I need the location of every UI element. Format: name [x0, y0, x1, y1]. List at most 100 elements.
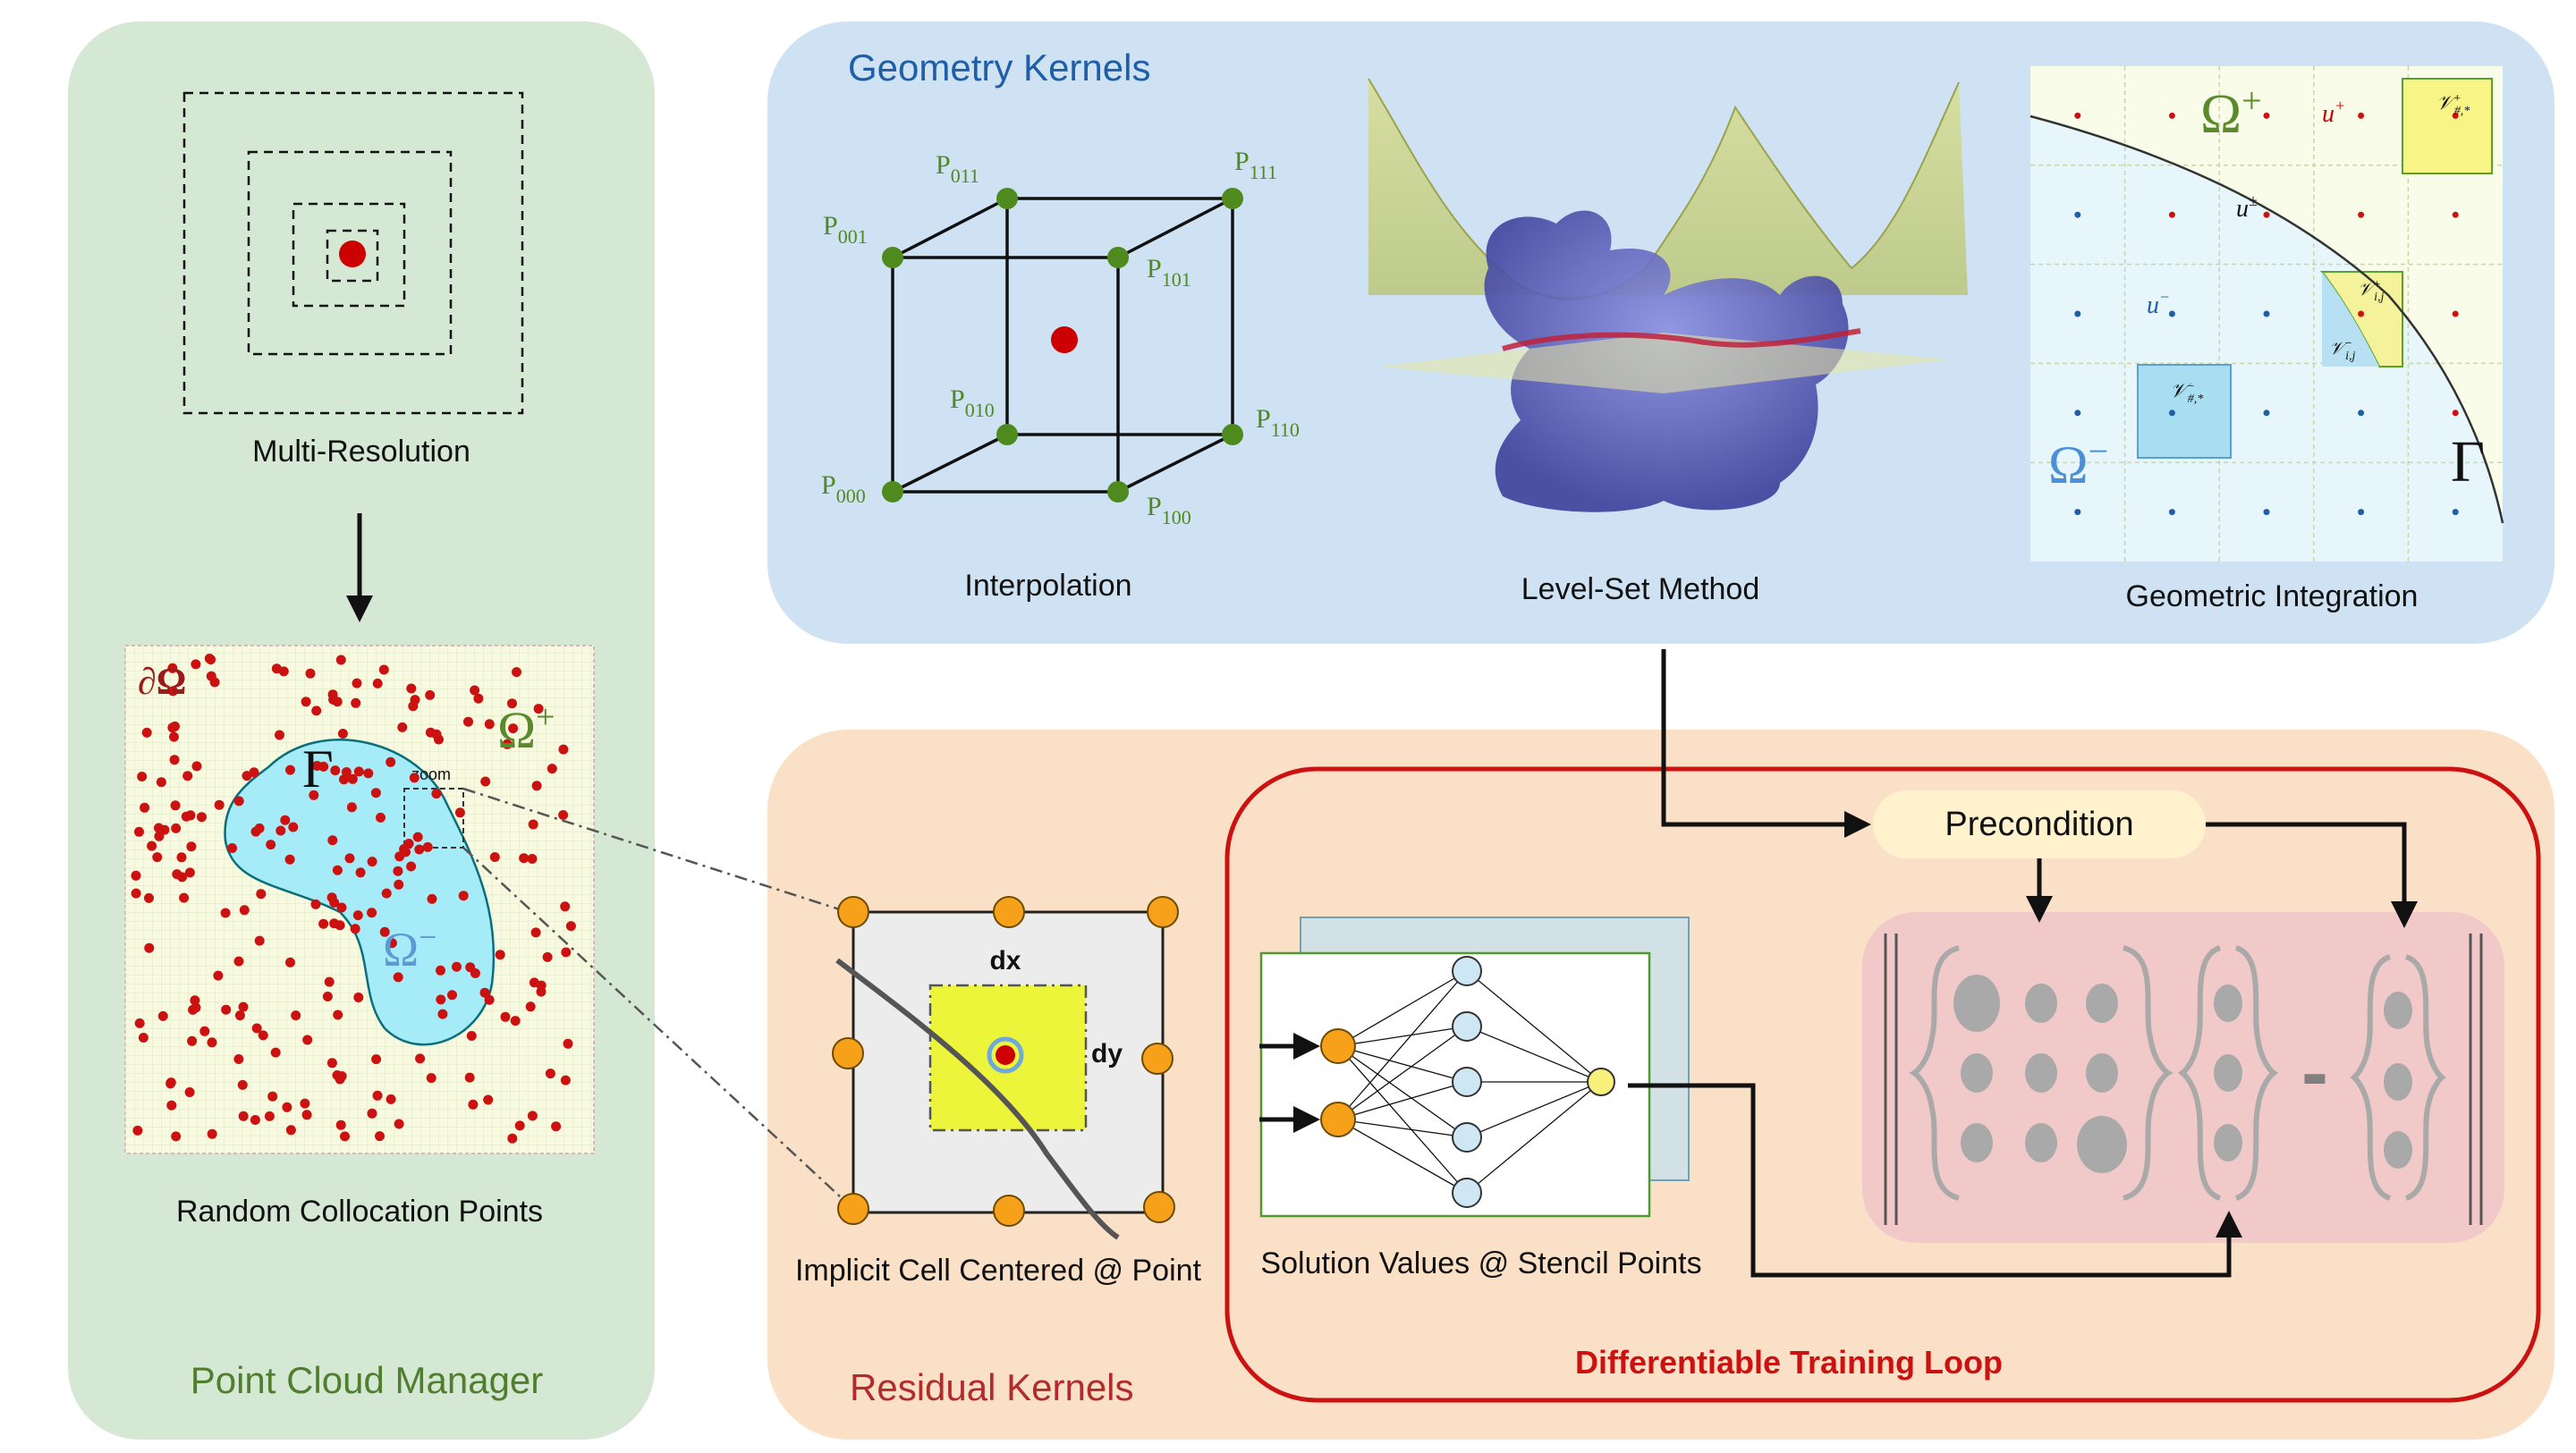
integration-point-plus [2452, 310, 2459, 317]
collocation-point [275, 730, 284, 740]
input-node [1320, 1102, 1356, 1137]
random-collocation-box: zoom ∂Ω Ω+ Γ Ω− [124, 645, 595, 1154]
collocation-point [258, 1030, 268, 1041]
collocation-point [483, 1094, 494, 1105]
hidden-node [1452, 1067, 1482, 1097]
multires-center-point [339, 241, 366, 267]
residual-braces [1909, 945, 2446, 1201]
collocation-point [470, 685, 480, 696]
collocation-point [256, 889, 267, 900]
collocation-point [186, 841, 197, 852]
label-p111: P111 [1234, 147, 1277, 183]
integration-point-minus [2263, 310, 2270, 317]
multires-square-level-1 [182, 91, 524, 415]
collocation-point [182, 771, 193, 781]
network-card [1259, 951, 1651, 1218]
collocation-point [288, 822, 299, 832]
collocation-point [213, 970, 224, 981]
collocation-point [301, 697, 311, 707]
cut-cell-minus [2322, 272, 2379, 367]
collocation-point [372, 1090, 383, 1101]
collocation-point [536, 986, 547, 997]
collocation-point [436, 994, 446, 1005]
zoom-connector-top [462, 787, 854, 916]
collocation-point [560, 1075, 571, 1086]
label-p011: P011 [936, 150, 979, 187]
collocation-point [285, 957, 295, 967]
collocation-point [408, 701, 419, 712]
zero-level-contour [1502, 328, 1861, 351]
collocation-point [305, 668, 316, 679]
stencil-point-tc [993, 896, 1025, 928]
integration-point-plus [2452, 112, 2459, 119]
omega-minus-sup: − [419, 919, 436, 955]
collocation-point [560, 901, 571, 912]
integration-point-plus [2263, 112, 2270, 119]
interface-region-omega-minus [224, 739, 496, 1046]
omega-plus-symbol: Ω [497, 701, 536, 759]
cube-vertex-labels: P011 P111 P001 P101 P010 P110 P000 P100 [821, 147, 1300, 528]
collocation-point [291, 1010, 301, 1021]
network-edge [1337, 1045, 1468, 1138]
collocation-point [337, 729, 348, 739]
collocation-point [152, 852, 163, 863]
collocation-point [184, 1087, 195, 1097]
collocation-point [386, 756, 396, 767]
collocation-point [495, 950, 505, 960]
point-cloud-manager-panel: Point Cloud Manager Multi-Resolution zoo… [68, 21, 655, 1440]
cube-vertex-111 [1222, 188, 1243, 209]
collocation-point [199, 1026, 210, 1036]
collocation-point [165, 1078, 176, 1089]
collocation-point [310, 899, 321, 909]
collocation-point [352, 678, 362, 688]
collocation-point [565, 921, 576, 932]
collocation-point [352, 910, 363, 921]
collocation-point [422, 841, 433, 852]
collocation-point [512, 667, 521, 678]
collocation-point [479, 987, 490, 998]
training-loop-border [1224, 766, 2541, 1403]
random-collocation-points [131, 654, 576, 1144]
collocation-point [386, 938, 397, 949]
collocation-point [437, 1009, 448, 1019]
collocation-point [558, 810, 569, 820]
collocation-point [480, 776, 491, 787]
collocation-point [350, 924, 360, 934]
collocation-point [171, 1131, 182, 1142]
cell-v-plus [2402, 78, 2493, 174]
collocation-point [425, 727, 436, 738]
level-set-surface [1368, 79, 1968, 300]
level-set-illustration [1368, 78, 1968, 512]
label-p100: P100 [1147, 492, 1191, 528]
integration-point-minus [2358, 410, 2365, 417]
collocation-point [519, 853, 530, 864]
label-p001: P001 [823, 211, 868, 248]
collocation-point [545, 1069, 555, 1079]
collocation-point [318, 761, 329, 772]
collocation-point [393, 866, 403, 876]
collocation-point [431, 789, 442, 799]
collocation-point [514, 1120, 525, 1131]
collocation-point [484, 719, 495, 730]
stencil-point-bl [837, 1193, 869, 1225]
integration-point-plus [2452, 211, 2459, 218]
hidden-node [1452, 1178, 1482, 1208]
collocation-point [181, 811, 191, 822]
collocation-point [207, 1128, 217, 1139]
network-edge [1337, 1026, 1468, 1047]
collocation-point [527, 854, 538, 864]
cube-vertex-000 [882, 481, 903, 503]
collocation-point [502, 739, 513, 749]
collocation-point [463, 716, 473, 727]
integration-point-minus [2074, 310, 2081, 317]
collocation-point [264, 1111, 275, 1121]
collocation-point [301, 1110, 312, 1120]
level-set-surface-edge [1368, 78, 1960, 300]
collocation-point [327, 835, 338, 846]
implicit-cell-label: Implicit Cell Centered @ Point [795, 1254, 1202, 1288]
dx-label: dx [989, 946, 1021, 976]
integration-point-plus [2168, 112, 2175, 119]
interface-curve-cell [835, 958, 1120, 1240]
cube-vertex-011 [996, 188, 1018, 209]
collocation-point [447, 990, 457, 1001]
